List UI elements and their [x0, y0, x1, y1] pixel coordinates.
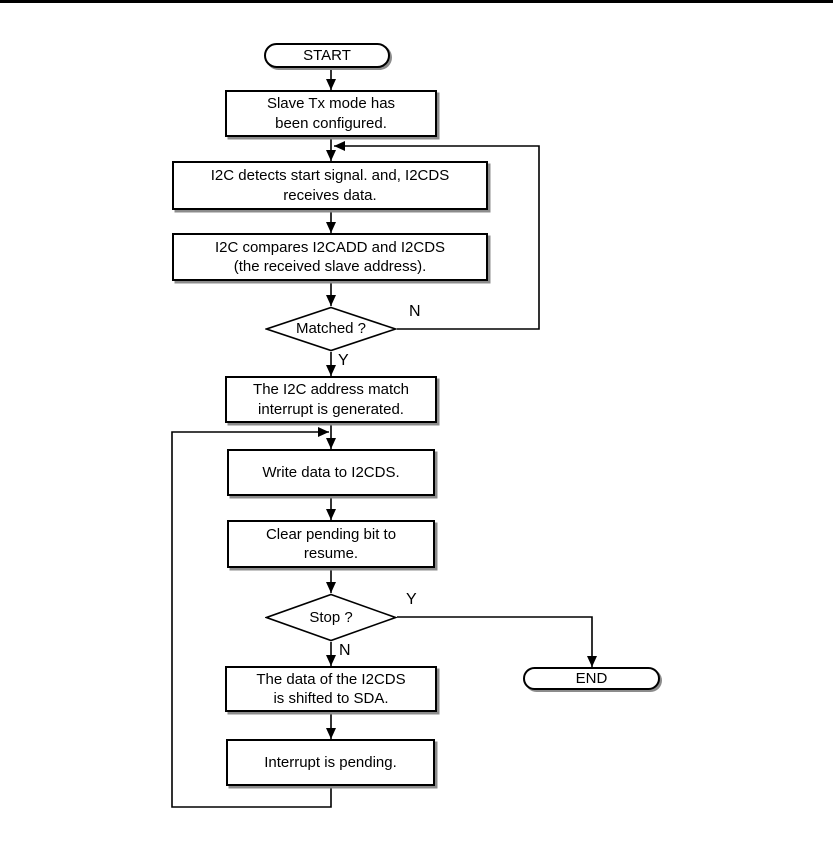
process-slave-tx-configured: Slave Tx mode has been configured.: [225, 90, 437, 137]
edge-stop-yes-to-end: [397, 616, 597, 667]
process-label: Write data to I2CDS.: [262, 463, 400, 481]
edge-pending-loop-feedback: [171, 427, 332, 808]
process-label: I2C detects start signal. and, I2CDS rec…: [210, 167, 450, 204]
process-label: I2C compares I2CADD and I2CDS (the recei…: [214, 238, 446, 276]
page-top-border: [0, 0, 833, 3]
branch-label-stop-yes: Y: [406, 591, 417, 608]
branch-label-matched-yes: Y: [338, 352, 349, 369]
process-label: The I2C address match interrupt is gener…: [253, 381, 409, 418]
process-clear-pending: Clear pending bit to resume.: [227, 520, 435, 568]
end-label: END: [575, 669, 608, 687]
process-write-data: Write data to I2CDS.: [227, 449, 435, 496]
branch-label-matched-no: N: [409, 303, 421, 320]
process-label: The data of the I2CDS is shifted to SDA.: [256, 670, 406, 708]
end-terminator: END: [523, 667, 660, 690]
process-detect-start-signal: I2C detects start signal. and, I2CDS rec…: [172, 161, 488, 210]
start-label: START: [303, 46, 351, 64]
diamond-shape: [265, 306, 397, 352]
diamond-shape: [265, 593, 397, 642]
process-interrupt-pending: Interrupt is pending.: [226, 739, 435, 786]
process-shift-data: The data of the I2CDS is shifted to SDA.: [225, 666, 437, 712]
edge-matched-no-feedback: [334, 141, 540, 330]
process-label: Slave Tx mode has been configured.: [266, 95, 396, 132]
decision-stop: Stop ?: [265, 593, 397, 642]
process-label: Interrupt is pending.: [264, 753, 397, 771]
process-match-interrupt: The I2C address match interrupt is gener…: [225, 376, 437, 423]
branch-label-stop-no: N: [339, 642, 351, 659]
process-label: Clear pending bit to resume.: [265, 525, 397, 563]
process-compare-address: I2C compares I2CADD and I2CDS (the recei…: [172, 233, 488, 281]
decision-label: Stop ?: [309, 608, 353, 626]
decision-matched: Matched ?: [265, 306, 397, 352]
start-terminator: START: [264, 43, 390, 68]
decision-label: Matched ?: [295, 320, 367, 338]
